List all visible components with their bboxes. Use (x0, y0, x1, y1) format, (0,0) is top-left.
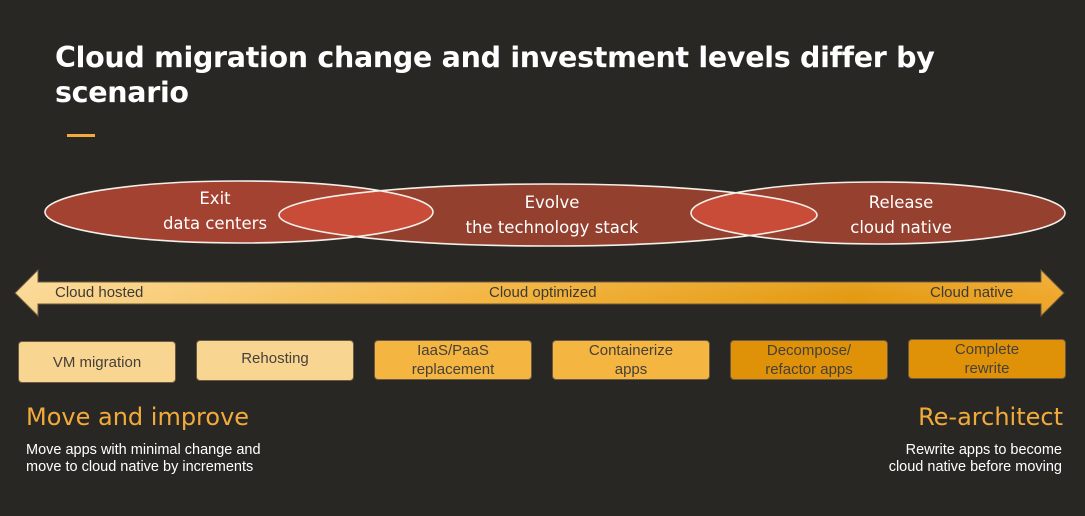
step-iaas-paas-replacement: IaaS/PaaS replacement (374, 340, 532, 380)
spectrum-label-cloud-optimized: Cloud optimized (489, 284, 597, 301)
step-vm-migration: VM migration (18, 341, 176, 383)
step-label: Rehosting (241, 350, 309, 367)
step-label-line2: refactor apps (765, 361, 853, 378)
step-label-line2: replacement (411, 361, 495, 378)
desc-line: Rewrite apps to become (905, 442, 1062, 458)
slide-title: Cloud migration change and investment le… (55, 41, 935, 109)
scenario-ellipses (44, 180, 1066, 247)
ellipse-label-line: the technology stack (465, 218, 639, 237)
spectrum-label-cloud-hosted: Cloud hosted (55, 284, 144, 301)
ellipse-label-line: Exit (199, 189, 231, 208)
step-containerize-apps: Containerize apps (552, 340, 710, 380)
step-decompose-refactor-apps: Decompose/ refactor apps (730, 340, 888, 380)
step-label-line1: Complete (954, 341, 1020, 358)
heading-move-and-improve: Move and improve (26, 403, 250, 431)
spectrum-label-cloud-native: Cloud native (930, 284, 1014, 301)
desc-re-architect: Rewrite apps to become cloud native befo… (889, 442, 1062, 476)
desc-move-and-improve: Move apps with minimal change and move t… (26, 442, 261, 476)
ellipse-label-line: Evolve (524, 193, 580, 212)
spectrum-double-arrow (14, 268, 1065, 318)
ellipse-label-line: data centers (162, 214, 268, 233)
ellipse-label-evolve: Evolve the technology stack (452, 190, 652, 240)
desc-line: cloud native before moving (888, 459, 1062, 475)
step-label: VM migration (52, 353, 142, 371)
step-rehosting: Rehosting (196, 340, 354, 381)
step-label-line1: Containerize (588, 342, 674, 359)
ellipse-label-exit: Exit data centers (140, 186, 290, 236)
desc-line: Move apps with minimal change and (26, 442, 261, 458)
title-accent-bar (67, 134, 95, 137)
step-label-line2: apps (614, 361, 648, 378)
heading-re-architect: Re-architect (918, 403, 1063, 431)
ellipse-label-line: Release (868, 193, 934, 212)
step-label-line2: rewrite (964, 360, 1010, 377)
step-complete-rewrite: Complete rewrite (908, 339, 1066, 379)
desc-line: move to cloud native by increments (26, 459, 254, 475)
ellipse-label-line: cloud native (850, 218, 952, 237)
step-label-line1: IaaS/PaaS (417, 342, 489, 359)
step-label-line1: Decompose/ (766, 342, 852, 359)
ellipse-label-release: Release cloud native (826, 190, 976, 240)
